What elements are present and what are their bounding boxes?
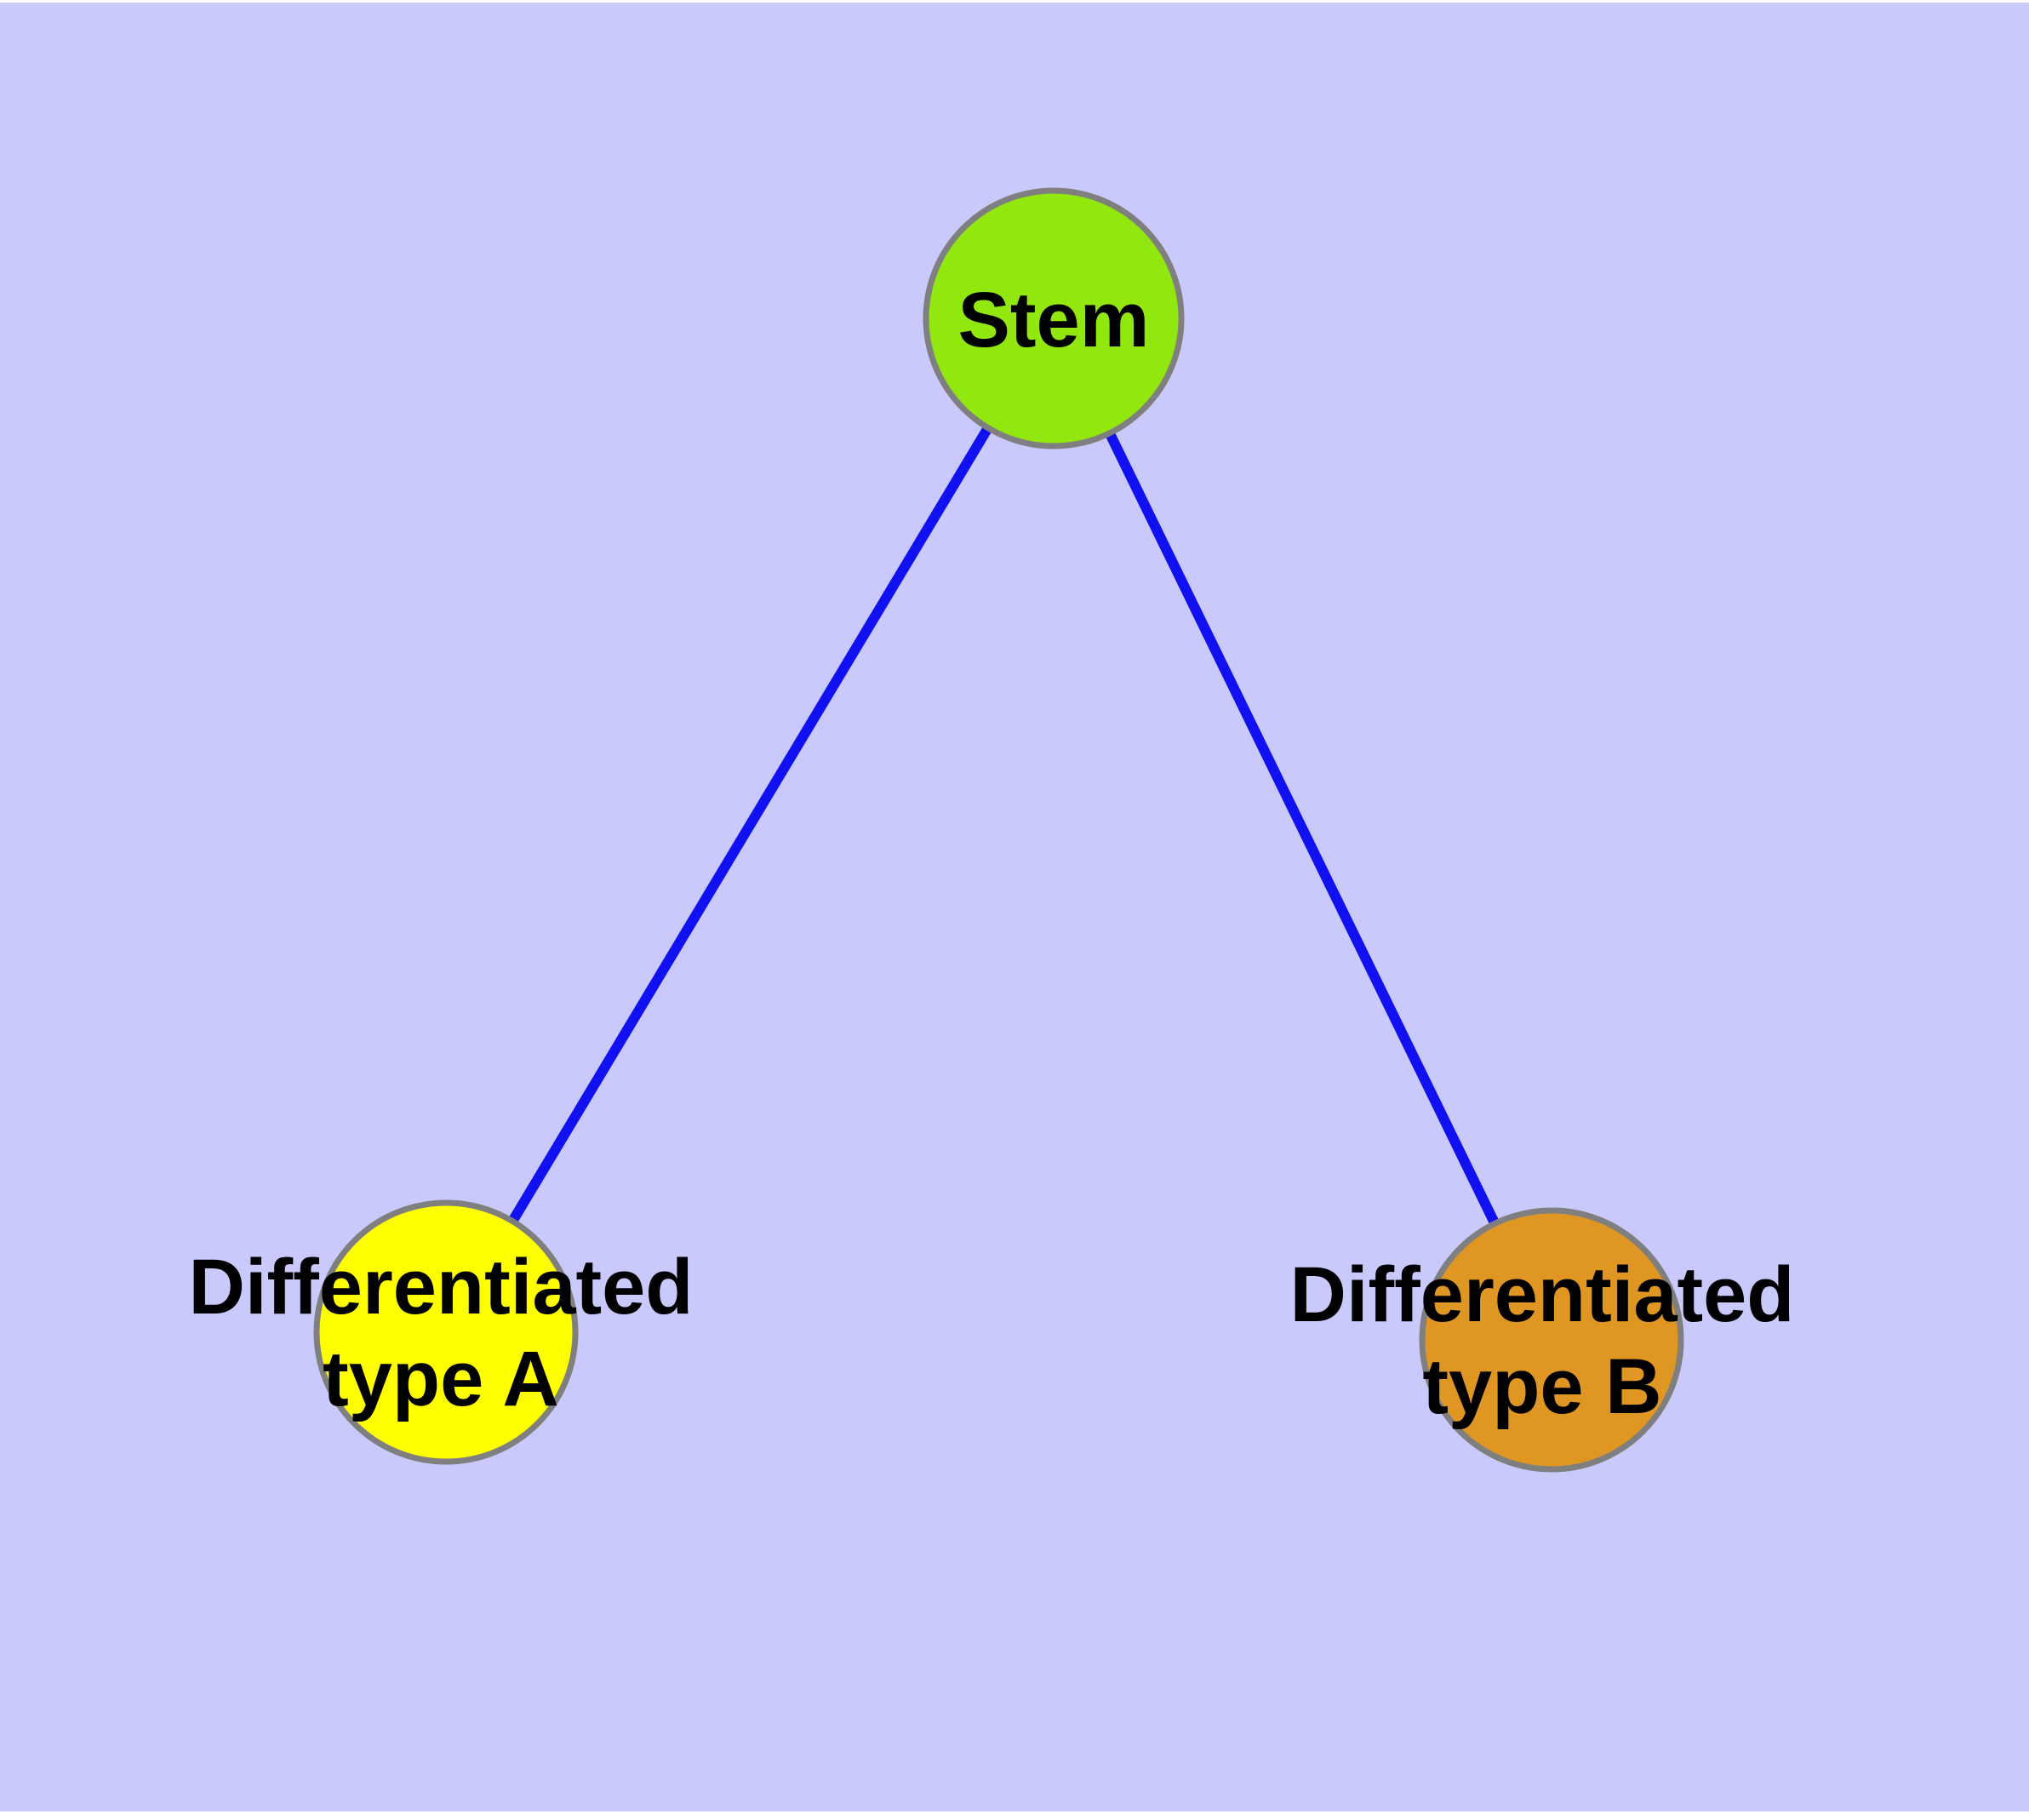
node-stem: Stem: [923, 187, 1185, 449]
node-type-b-label-line1: Differentiated: [1290, 1251, 1795, 1338]
node-type-a-label-line2: type A: [323, 1336, 559, 1422]
node-type-a-circle: [313, 1199, 579, 1465]
node-stem-circle: [923, 187, 1185, 449]
node-type-a-label-line1: Differentiated: [189, 1244, 694, 1331]
node-differentiated-type-a: Differentiated type A: [189, 1199, 694, 1465]
edge-stem-to-type-a: [441, 315, 1059, 1336]
edge-stem-to-type-b: [1049, 316, 1557, 1342]
node-type-b-label-line2: type B: [1422, 1343, 1661, 1430]
node-type-b-circle: [1419, 1207, 1684, 1473]
node-differentiated-type-b: Differentiated type B: [1290, 1207, 1795, 1473]
node-stem-label: Stem: [958, 277, 1150, 363]
